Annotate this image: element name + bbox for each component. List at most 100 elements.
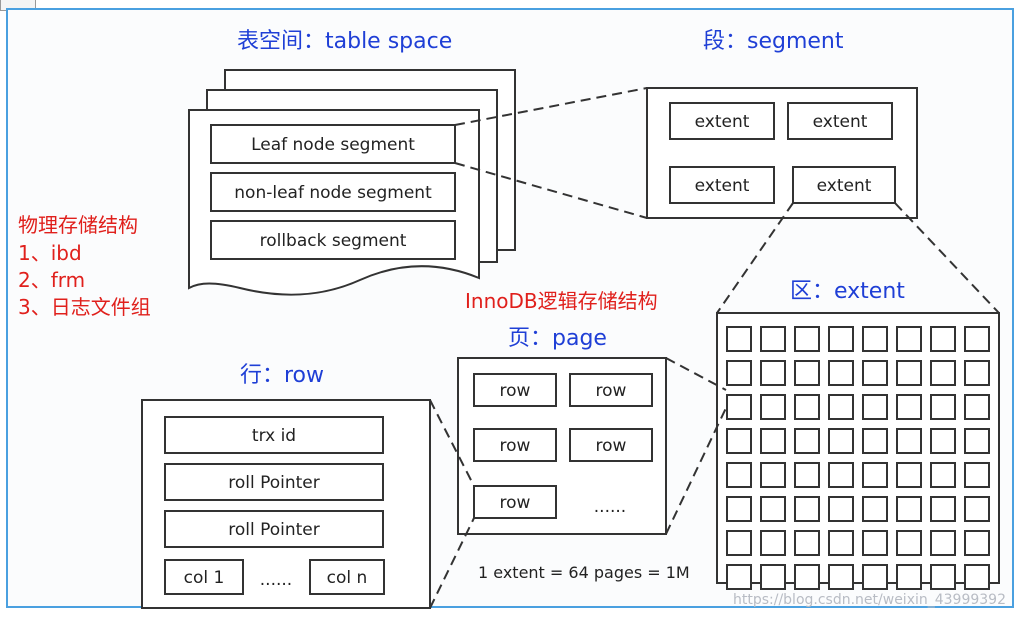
extent-page-cell [896, 564, 922, 590]
extent-page-cell [726, 428, 752, 454]
extent-page-cell [930, 530, 956, 556]
tablespace-title: 表空间：table space [237, 29, 452, 54]
extent-page-cell [794, 394, 820, 420]
extent-page-cell [964, 326, 990, 352]
extent-page-cell [760, 462, 786, 488]
extent-page-cell [930, 360, 956, 386]
extent-page-cell [930, 462, 956, 488]
row-field-trx-id-label: trx id [252, 426, 296, 446]
extent-page-cell [794, 326, 820, 352]
extent-page-cell [760, 394, 786, 420]
physical-item-log-group: 3、日志文件组 [18, 295, 151, 319]
extent-page-cell [862, 394, 888, 420]
extent-page-cell [726, 326, 752, 352]
rollback-segment-box [210, 220, 456, 260]
extent-page-cell [896, 394, 922, 420]
page-row-4-label: row [596, 436, 627, 456]
extent-page-cell [930, 326, 956, 352]
connector-page-bottom [665, 407, 727, 535]
extent-page-cell [828, 428, 854, 454]
extent-page-cell [828, 462, 854, 488]
csdn-watermark: https://blog.csdn.net/weixin_43999392 [733, 592, 1006, 608]
extent-page-cell [896, 462, 922, 488]
segment-extent-3-box [669, 166, 775, 204]
extent-page-cell [760, 428, 786, 454]
page-title: 页：page [508, 326, 607, 351]
page-row-2-box [569, 373, 653, 407]
extent-page-cell [930, 496, 956, 522]
extent-page-cell [828, 530, 854, 556]
extent-page-cell [828, 394, 854, 420]
segment-extent-4-box [792, 166, 896, 204]
row-box: trx id roll Pointer roll Pointer col 1 .… [141, 399, 431, 609]
extent-page-cell [964, 360, 990, 386]
extent-page-cell [930, 428, 956, 454]
connector-segment-bottom [454, 162, 648, 219]
extent-page-cell [964, 428, 990, 454]
extent-page-cell [726, 530, 752, 556]
extent-box [716, 312, 1000, 590]
extent-page-cell [828, 326, 854, 352]
extent-page-cell [896, 326, 922, 352]
page-row-1-box [473, 373, 557, 407]
connector-extent-right [894, 202, 1000, 314]
extent-page-cell [760, 530, 786, 556]
extent-page-cell [964, 564, 990, 590]
extent-page-cell [896, 360, 922, 386]
extent-page-cell [828, 360, 854, 386]
page-more-rows-ellipsis: ...... [594, 497, 626, 517]
leaf-node-segment-box [210, 124, 456, 164]
row-col-1-box [164, 559, 244, 595]
extent-title: 区：extent [790, 279, 905, 304]
extent-page-cell [794, 428, 820, 454]
segment-box: extent extent extent extent [646, 87, 918, 219]
rollback-segment-label: rollback segment [260, 231, 407, 251]
row-col-n-box [309, 559, 385, 595]
extent-page-cell [726, 564, 752, 590]
extent-page-cell [726, 462, 752, 488]
extent-page-cell [794, 462, 820, 488]
row-field-roll-pointer-2-label: roll Pointer [228, 520, 320, 540]
segment-extent-1-label: extent [695, 112, 750, 132]
segment-title: 段：segment [703, 29, 844, 54]
page-row-3-box [473, 428, 557, 462]
extent-page-cell [964, 394, 990, 420]
extent-container [716, 312, 1000, 584]
row-field-roll-pointer-1-label: roll Pointer [228, 473, 320, 493]
extent-page-cell [896, 428, 922, 454]
extent-size-note: 1 extent = 64 pages = 1M [478, 563, 690, 582]
connector-row-bottom [429, 517, 475, 609]
segment-extent-4-label: extent [817, 176, 872, 196]
extent-page-cell [760, 360, 786, 386]
row-cols-ellipsis: ...... [260, 570, 292, 590]
extent-page-cell [726, 496, 752, 522]
non-leaf-node-segment-label: non-leaf node segment [234, 183, 432, 203]
row-field-roll-pointer-2-box [164, 510, 384, 548]
page-row-3-label: row [500, 436, 531, 456]
extent-page-cell [862, 360, 888, 386]
page-row-5-box [473, 485, 557, 519]
leaf-node-segment-label: Leaf node segment [251, 135, 415, 155]
extent-page-grid [726, 326, 990, 590]
zoom-connectors [429, 87, 1000, 609]
extent-page-cell [930, 564, 956, 590]
logical-structure-title: InnoDB逻辑存储结构 [465, 289, 658, 313]
tablespace-segment-list: Leaf node segment non-leaf node segment … [210, 124, 456, 260]
connector-row-top [429, 399, 475, 487]
extent-page-cell [828, 496, 854, 522]
extent-page-cell [964, 496, 990, 522]
extent-page-cell [794, 496, 820, 522]
page-row-2-label: row [596, 381, 627, 401]
extent-page-cell [828, 564, 854, 590]
physical-item-frm: 2、frm [18, 268, 85, 292]
row-col-1-label: col 1 [184, 568, 225, 588]
physical-structure-heading: 物理存储结构 [18, 213, 138, 237]
page-row-1-label: row [500, 381, 531, 401]
segment-extent-1-box [669, 102, 775, 140]
segment-extent-2-box [787, 102, 893, 140]
extent-page-cell [896, 530, 922, 556]
extent-page-cell [760, 326, 786, 352]
extent-page-cell [862, 428, 888, 454]
row-col-n-label: col n [327, 568, 368, 588]
